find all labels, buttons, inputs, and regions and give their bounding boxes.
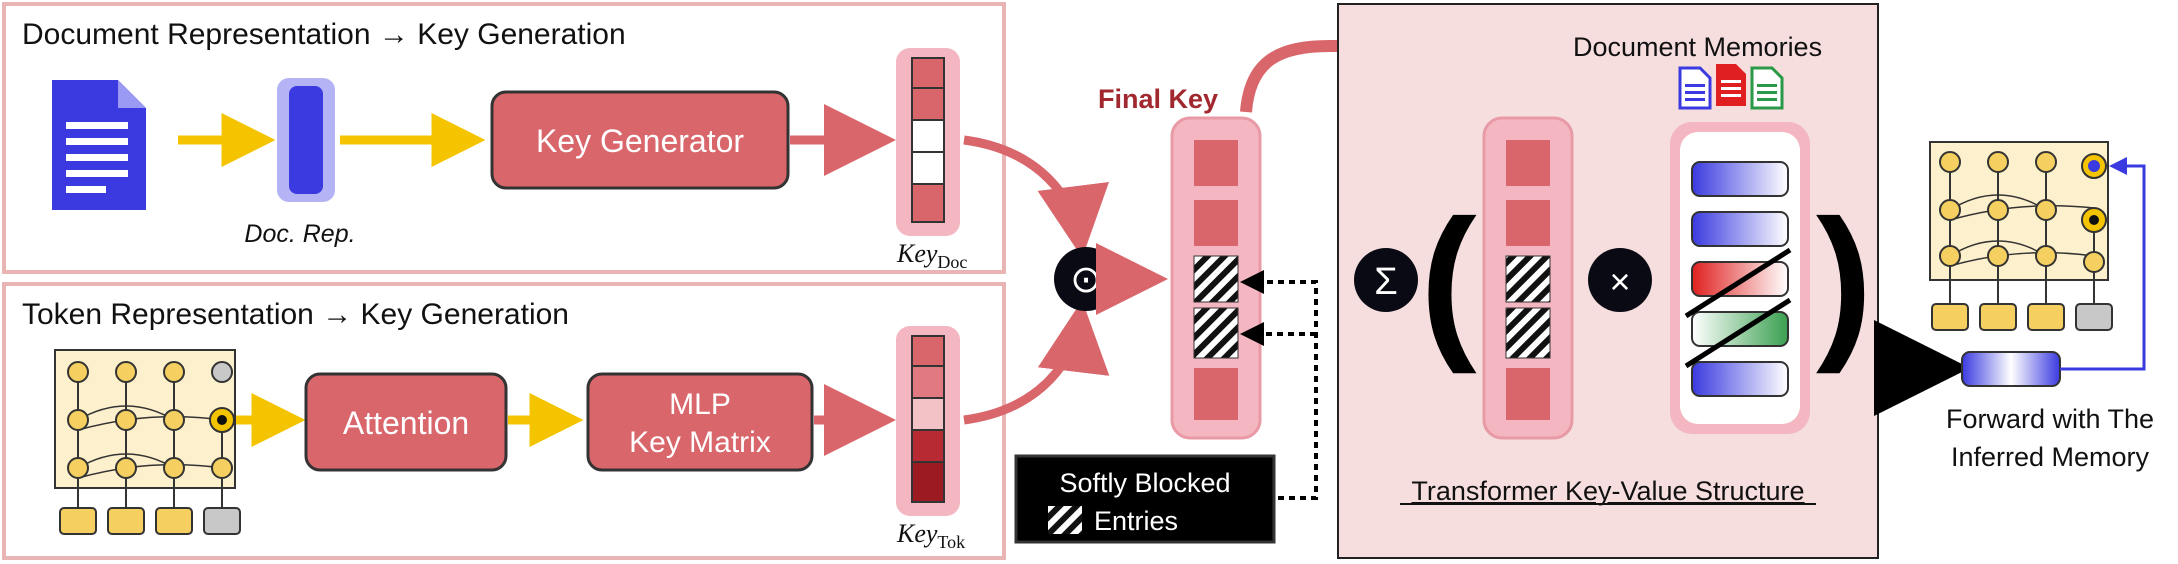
open-paren: ( — [1420, 185, 1477, 375]
key-tok-sub: Tok — [937, 532, 965, 552]
key-tok-main: Key — [896, 519, 938, 548]
key-doc-vector — [896, 48, 960, 236]
forward-label-line2: Inferred Memory — [1951, 442, 2150, 472]
times-symbol: × — [1609, 261, 1630, 302]
mlp-box — [586, 372, 814, 472]
inferred-memory-bar — [1961, 351, 2061, 387]
sum-operator — [1354, 248, 1418, 312]
key-doc-label: KeyDoc — [896, 239, 967, 272]
document-blue-icon — [1678, 66, 1712, 110]
attention-box — [304, 372, 508, 472]
hadamard-symbol: ⊙ — [1070, 259, 1102, 301]
final-key-label: Final Key — [1098, 84, 1218, 114]
kv-caption: Transformer Key-Value Structure — [1411, 476, 1804, 506]
document-red-icon — [1716, 64, 1746, 106]
close-paren: ) — [1816, 185, 1873, 375]
sum-symbol: Σ — [1374, 261, 1398, 303]
tok-panel-title: Token Representation → Key Generation — [22, 298, 569, 331]
doc-panel-title: Document Representation → Key Generation — [22, 18, 626, 51]
memory-key-vector — [1482, 116, 1574, 440]
key-generator-box — [490, 90, 790, 190]
key-tok-vector — [896, 326, 960, 516]
doc-rep-label: Doc. Rep. — [244, 220, 355, 248]
times-operator — [1588, 248, 1652, 312]
key-doc-main: Key — [896, 239, 938, 268]
memory-values — [1670, 122, 1810, 434]
token-grid-icon — [54, 349, 241, 535]
mlp-label-line2: Key Matrix — [629, 426, 771, 459]
arrow-memory-to-grid — [2060, 157, 2146, 371]
softly-blocked-line2: Entries — [1094, 506, 1178, 536]
output-token-grid-icon — [1929, 141, 2113, 331]
doc-rep-bar — [289, 86, 323, 194]
arrow-keydoc-to-hadamard — [963, 135, 1109, 258]
hatch-swatch — [1048, 506, 1082, 534]
document-green-icon — [1750, 66, 1784, 110]
dotted-arrow-upper — [1240, 270, 1318, 500]
arrow-keytok-to-hadamard — [963, 300, 1110, 425]
document-icon — [52, 80, 146, 210]
key-generator-label: Key Generator — [536, 123, 744, 159]
mlp-label-line1: MLP — [669, 388, 731, 421]
final-key-vector — [1170, 116, 1262, 440]
key-tok-label: KeyTok — [896, 519, 965, 552]
softly-blocked-line1: Softly Blocked — [1059, 468, 1230, 498]
memory-title: Document Memories — [1573, 32, 1822, 62]
attention-label: Attention — [343, 405, 469, 441]
key-doc-sub: Doc — [937, 252, 967, 272]
forward-label-line1: Forward with The — [1946, 404, 2154, 434]
